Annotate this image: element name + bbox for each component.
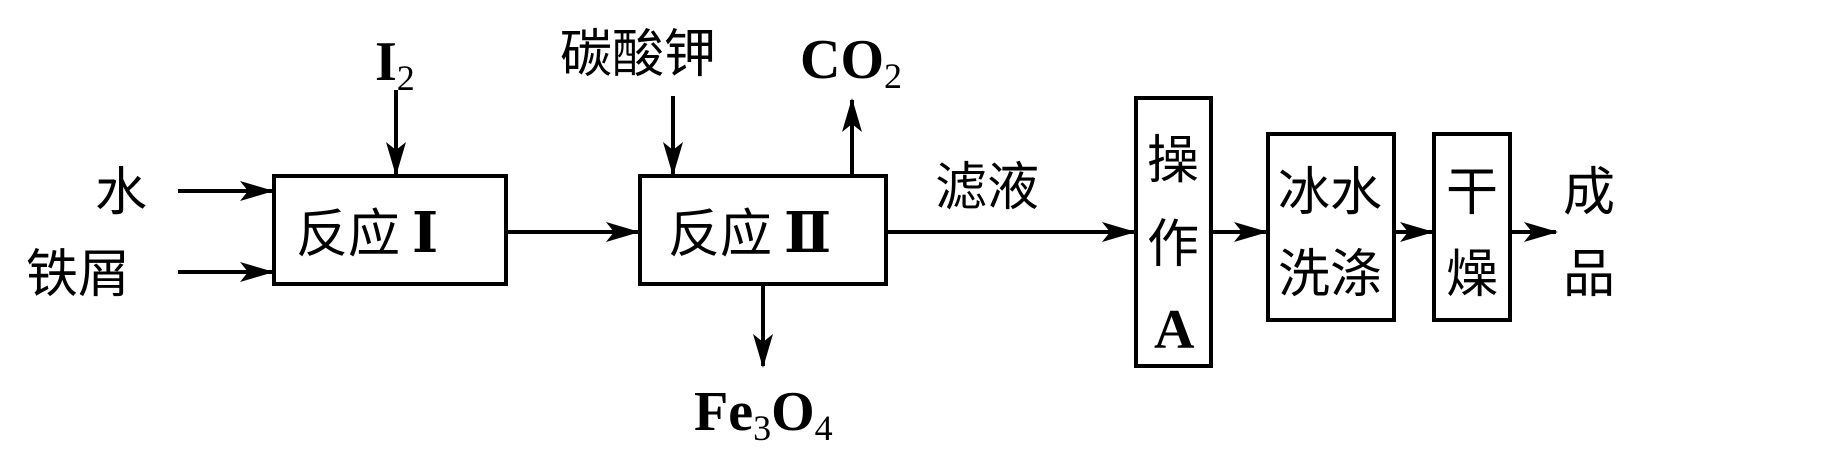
ice-wash-line1: 冰水 xyxy=(1278,163,1382,223)
filtrate-label: 滤液 xyxy=(935,158,1039,218)
input-iron-scraps-label: 铁屑 xyxy=(26,245,130,305)
reaction1-box xyxy=(272,174,508,286)
operation-a-char3: A xyxy=(1154,299,1195,361)
drying-char2: 燥 xyxy=(1446,245,1498,305)
input-water-label: 水 xyxy=(95,163,147,223)
input-potassium-carbonate-label: 碳酸钾 xyxy=(560,25,716,85)
drying-char1: 干 xyxy=(1446,163,1498,223)
ice-wash-line2: 洗涤 xyxy=(1278,245,1382,305)
operation-a-char1: 操 xyxy=(1147,131,1199,191)
product-char2: 品 xyxy=(1563,245,1615,305)
output-co2-label: CO2 xyxy=(800,29,902,96)
ice-wash-box xyxy=(1266,132,1396,322)
drying-box xyxy=(1432,132,1512,322)
output-fe3o4-label: Fe3O4 xyxy=(694,381,833,448)
product-char1: 成 xyxy=(1563,163,1615,223)
input-iodine-label: I2 xyxy=(375,31,415,98)
operation-a-char2: 作 xyxy=(1147,215,1199,275)
